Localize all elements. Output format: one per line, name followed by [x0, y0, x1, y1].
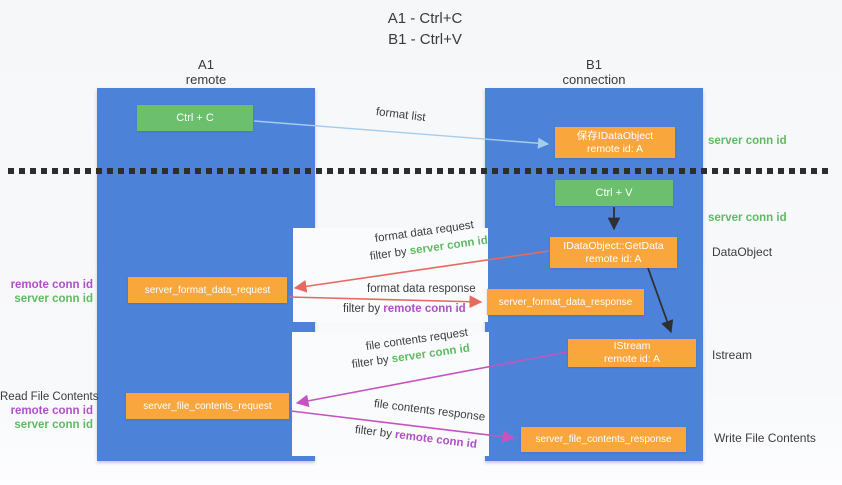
left-column-header: A1 remote	[97, 57, 315, 87]
node-ctrl-v-label: Ctrl + V	[595, 186, 633, 199]
left-conn-id-group-format: remote conn id server conn id	[0, 278, 93, 306]
label-format-list: format list	[375, 106, 427, 125]
dataobject-label: DataObject	[712, 245, 773, 259]
remote-conn-id-text: remote conn id	[383, 303, 466, 315]
node-server-format-data-response-label: server_format_data_response	[498, 296, 633, 308]
write-file-contents-label: Write File Contents	[714, 431, 816, 445]
server-conn-id-label: server conn id	[14, 419, 93, 431]
node-server-format-data-response: server_format_data_response	[487, 289, 644, 315]
node-server-file-contents-request-label: server_file_contents_request	[143, 400, 272, 412]
node-ctrl-c: Ctrl + C	[137, 105, 253, 131]
node-server-file-contents-response: server_file_contents_response	[521, 427, 686, 452]
node-save-idataobject-line2: remote id: A	[586, 142, 644, 155]
left-conn-id-group-file: Read File Contents remote conn id server…	[0, 390, 99, 432]
server-conn-id-label-mid: server conn id	[708, 212, 787, 224]
label-filter-by-remote-conn-id-1: filter by remote conn id	[343, 303, 466, 315]
diagram-title: A1 - Ctrl+C B1 - Ctrl+V	[300, 8, 550, 50]
label-format-data-response: format data response	[367, 283, 476, 295]
right-column-header: B1 connection	[485, 57, 703, 87]
title-line-1: A1 - Ctrl+C	[387, 10, 463, 27]
left-column-subtitle: remote	[185, 72, 227, 87]
node-save-idataobject: 保存IDataObject remote id: A	[555, 127, 675, 158]
machine-boundary-dotted-line	[8, 168, 830, 174]
node-server-file-contents-request: server_file_contents_request	[126, 393, 289, 419]
left-column-name: A1	[198, 57, 214, 72]
server-conn-id-label: server conn id	[14, 293, 93, 305]
node-server-file-contents-response-label: server_file_contents_response	[535, 434, 672, 445]
node-istream: IStream remote id: A	[568, 339, 696, 367]
node-server-format-data-request-label: server_format_data_request	[144, 284, 271, 296]
right-column-subtitle: connection	[562, 72, 626, 87]
node-idataobject-getdata: IDataObject::GetData remote id: A	[550, 237, 677, 268]
title-line-2: B1 - Ctrl+V	[388, 31, 462, 48]
node-getdata-line1: IDataObject::GetData	[563, 239, 664, 252]
read-file-contents-label: Read File Contents	[0, 391, 99, 403]
filter-by-text: filter by	[343, 303, 381, 315]
node-ctrl-v: Ctrl + V	[555, 180, 673, 206]
istream-label: Istream	[712, 348, 753, 362]
node-getdata-line2: remote id: A	[585, 252, 642, 265]
server-conn-id-label-top: server conn id	[708, 135, 787, 147]
node-istream-line1: IStream	[613, 340, 651, 352]
node-ctrl-c-label: Ctrl + C	[176, 111, 214, 124]
node-server-format-data-request: server_format_data_request	[128, 277, 287, 303]
right-column-name: B1	[586, 57, 602, 72]
remote-conn-id-label: remote conn id	[10, 405, 93, 417]
node-istream-line2: remote id: A	[603, 353, 661, 365]
remote-conn-id-label: remote conn id	[10, 279, 93, 291]
node-save-idataobject-line1: 保存IDataObject	[576, 129, 654, 142]
